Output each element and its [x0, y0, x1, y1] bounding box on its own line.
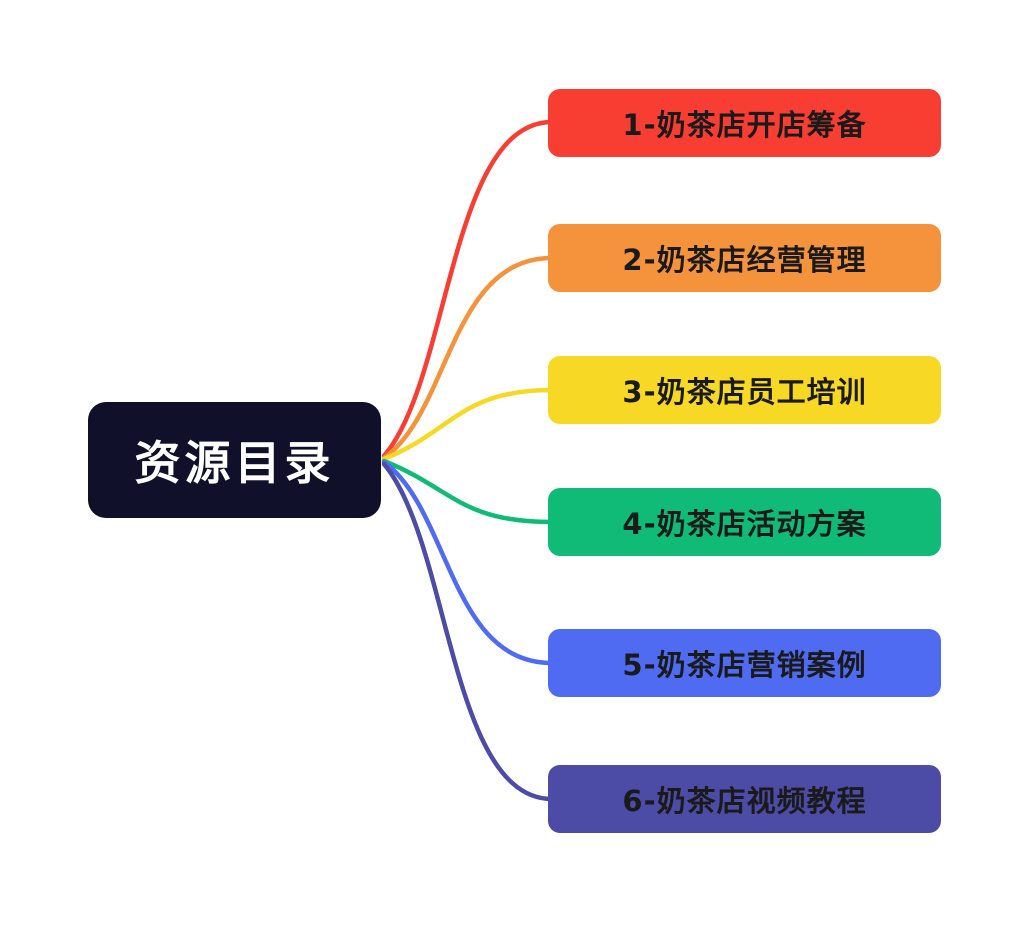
branch-node-1-label: 1-奶茶店开店筹备 — [622, 108, 867, 142]
connector-branch-6 — [381, 461, 555, 802]
branch-node-5-label: 5-奶茶店营销案例 — [622, 648, 867, 682]
branch-node-3-label: 3-奶茶店员工培训 — [622, 375, 867, 409]
branch-node-1[interactable]: 1-奶茶店开店筹备 — [548, 89, 941, 157]
branch-node-6[interactable]: 6-奶茶店视频教程 — [548, 765, 941, 833]
connector-branch-1 — [381, 119, 555, 459]
branch-node-4[interactable]: 4-奶茶店活动方案 — [548, 488, 941, 556]
branch-node-3[interactable]: 3-奶茶店员工培训 — [548, 356, 941, 424]
root-node[interactable]: 资源目录 — [88, 402, 381, 518]
connector-branch-3 — [381, 387, 555, 462]
connector-branch-4 — [381, 458, 555, 525]
branch-node-2-label: 2-奶茶店经营管理 — [622, 243, 867, 277]
branch-node-5[interactable]: 5-奶茶店营销案例 — [548, 629, 941, 697]
branch-node-2[interactable]: 2-奶茶店经营管理 — [548, 224, 941, 292]
connector-branch-5 — [381, 459, 555, 666]
connector-branch-2 — [381, 255, 555, 461]
branch-node-6-label: 6-奶茶店视频教程 — [622, 784, 867, 818]
branch-node-4-label: 4-奶茶店活动方案 — [622, 507, 867, 541]
root-node-label: 资源目录 — [134, 436, 335, 490]
